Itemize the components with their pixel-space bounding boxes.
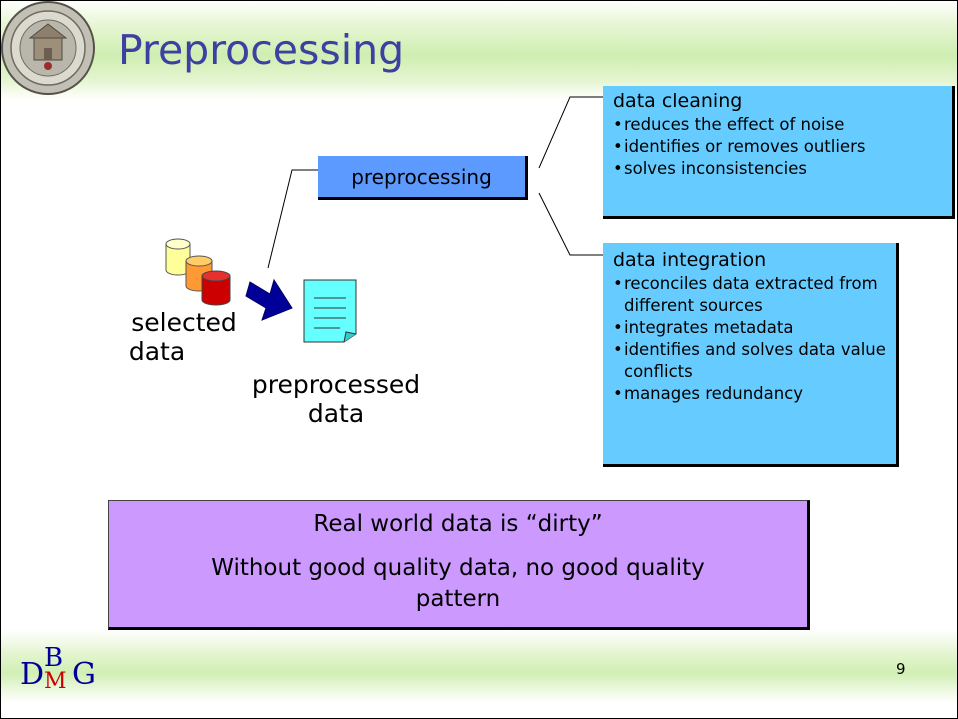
selected-data-label: selected data bbox=[116, 308, 252, 366]
list-item: manages redundancy bbox=[613, 383, 888, 405]
preprocessing-box: preprocessing bbox=[318, 156, 528, 200]
list-item: reconciles data extracted from different… bbox=[613, 273, 888, 317]
list-item: solves inconsistencies bbox=[613, 158, 944, 180]
preprocessed-data-line2: data bbox=[307, 399, 365, 428]
data-integration-heading: data integration bbox=[613, 249, 767, 271]
data-cleaning-box: data cleaning reduces the effect of nois… bbox=[603, 86, 955, 219]
note-line1: Real world data is “dirty” bbox=[313, 511, 603, 537]
svg-text:M: M bbox=[44, 669, 67, 690]
preprocessed-data-label: preprocessed data bbox=[236, 370, 436, 428]
list-item: integrates metadata bbox=[613, 317, 888, 339]
document-icon bbox=[303, 279, 357, 343]
preprocessing-label: preprocessing bbox=[351, 164, 492, 189]
dbmg-logo: D B M G bbox=[20, 644, 96, 690]
database-cylinders-icon bbox=[165, 238, 231, 306]
university-seal-icon bbox=[1, 1, 95, 95]
svg-text:G: G bbox=[72, 657, 96, 690]
preprocessed-data-line1: preprocessed bbox=[251, 370, 421, 399]
page-number: 9 bbox=[896, 660, 906, 678]
data-integration-box: data integration reconciles data extract… bbox=[603, 243, 899, 467]
footer-band bbox=[0, 630, 958, 702]
arrow-icon bbox=[245, 278, 293, 321]
svg-text:D: D bbox=[20, 657, 44, 690]
list-item: reduces the effect of noise bbox=[613, 114, 944, 136]
title-band bbox=[0, 0, 958, 100]
list-item: identifies or removes outliers bbox=[613, 136, 944, 158]
svg-text:B: B bbox=[44, 644, 63, 673]
list-item: identifies and solves data value conflic… bbox=[613, 339, 888, 383]
quality-note-box: Real world data is “dirty” Without good … bbox=[108, 500, 810, 630]
note-line2: Without good quality data, no good quali… bbox=[211, 555, 705, 612]
page-title: Preprocessing bbox=[118, 26, 405, 74]
data-cleaning-heading: data cleaning bbox=[613, 90, 743, 112]
selected-data-line2: data bbox=[128, 337, 186, 366]
selected-data-line1: selected bbox=[131, 308, 237, 337]
